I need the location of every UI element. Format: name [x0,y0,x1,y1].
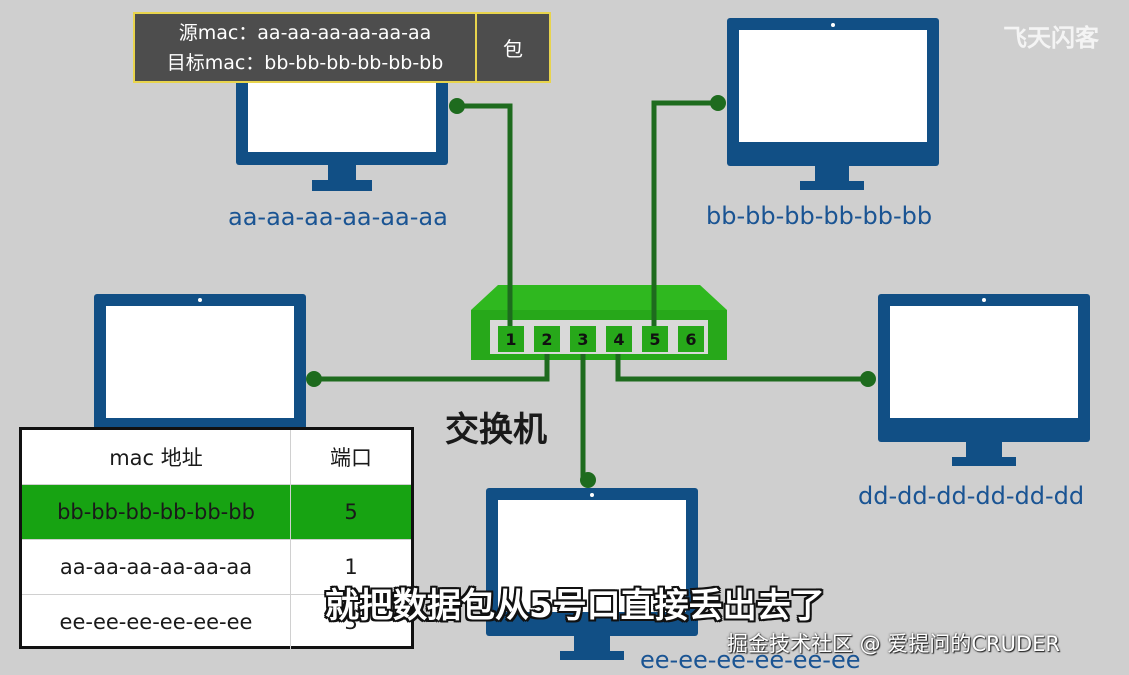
table-header-row: mac 地址 端口 [22,430,411,485]
pc-ee-monitor-icon [486,488,698,660]
pc-dd-monitor-icon [878,294,1090,466]
header-port: 端口 [330,446,372,470]
switch-port-1 [498,326,524,352]
table-row: aa-aa-aa-aa-aa-aa 1 [22,540,411,595]
pc-bb-monitor-icon [727,18,939,190]
watermark-logo: 飞天闪客 [1003,24,1099,52]
pc-bb-label: bb-bb-bb-bb-bb-bb [706,202,933,230]
header-mac: mac 地址 [22,430,291,484]
pc-left-monitor-icon [94,294,306,442]
switch-port-4 [606,326,632,352]
row-port: 3 [344,610,358,634]
switch-port-6 [678,326,704,352]
switch-port-label: 2 [541,330,552,349]
row-port: 5 [344,500,358,524]
switch-port-label: 4 [613,330,624,349]
pc-ee-label: ee-ee-ee-ee-ee-ee [640,646,861,674]
cable-port-5 [651,100,718,326]
row-port: 1 [344,555,358,579]
switch-port-label: 5 [649,330,660,349]
cable-port-2 [314,354,550,382]
switch-port-5 [642,326,668,352]
switch-port-3 [570,326,596,352]
packet-label: 包 [503,37,523,61]
packet-dst-mac: 目标mac：bb-bb-bb-bb-bb-bb [166,51,444,74]
pc-aa-label: aa-aa-aa-aa-aa-aa [228,203,448,231]
pc-aa-monitor-icon [236,60,448,191]
cable-port-4 [615,354,868,382]
switch-label: 交换机 [445,410,547,450]
pc-dd-label: dd-dd-dd-dd-dd-dd [858,482,1085,510]
cable-endpoints [306,95,876,488]
packet-header: 源mac：aa-aa-aa-aa-aa-aa 目标mac：bb-bb-bb-bb… [135,14,477,81]
mac-address-table: mac 地址 端口 bb-bb-bb-bb-bb-bb 5 aa-aa-aa-a… [19,427,414,649]
video-subtitle: 就把数据包从5号口直接丢出去了 [325,586,825,626]
row-mac: aa-aa-aa-aa-aa-aa [22,540,291,594]
row-mac: ee-ee-ee-ee-ee-ee [22,595,291,649]
switch-port-label: 6 [685,330,696,349]
packet-box: 源mac：aa-aa-aa-aa-aa-aa 目标mac：bb-bb-bb-bb… [133,12,551,83]
switch-ports: 1 2 3 4 5 6 [498,326,704,352]
packet-src-mac: 源mac：aa-aa-aa-aa-aa-aa [178,21,432,44]
row-mac: bb-bb-bb-bb-bb-bb [22,485,291,539]
table-row: ee-ee-ee-ee-ee-ee 3 [22,595,411,649]
switch-port-label: 1 [505,330,516,349]
switch-port-label: 3 [577,330,588,349]
table-row: bb-bb-bb-bb-bb-bb 5 [22,485,411,540]
cable-port-3 [580,354,588,483]
credit-text: 掘金技术社区 @ 爱提问的CRUDER [727,632,1061,656]
cable-port-1 [457,103,513,326]
switch-port-2 [534,326,560,352]
